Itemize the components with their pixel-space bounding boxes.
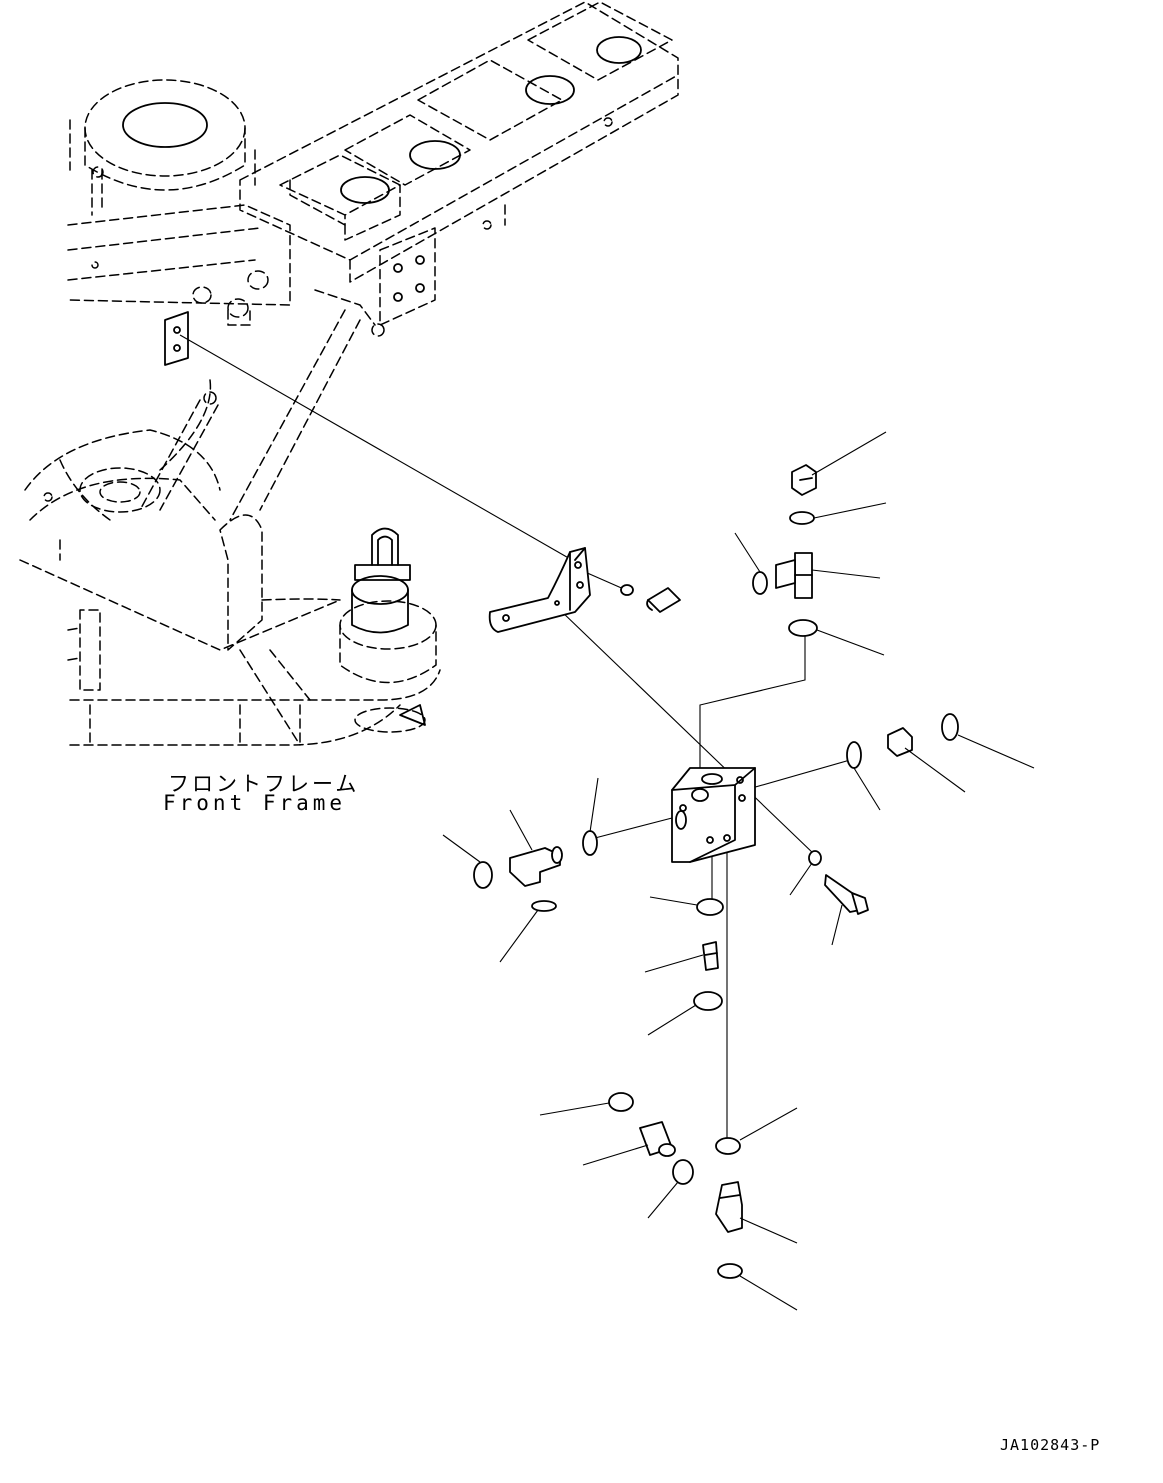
mounting-bracket — [488, 547, 591, 633]
assembly-lines — [179, 334, 851, 1140]
bracket-bolt — [620, 584, 681, 613]
front-frame-label-jp: フロントフレーム — [168, 772, 360, 796]
callout-leaders — [442, 431, 1035, 1311]
front-frame-label-en: Front Frame — [163, 791, 347, 815]
front-frame-outline — [19, 1, 679, 746]
drawing-number: JA102843-P — [1000, 1436, 1101, 1454]
valve-block — [671, 767, 756, 863]
fittings — [473, 464, 959, 1279]
